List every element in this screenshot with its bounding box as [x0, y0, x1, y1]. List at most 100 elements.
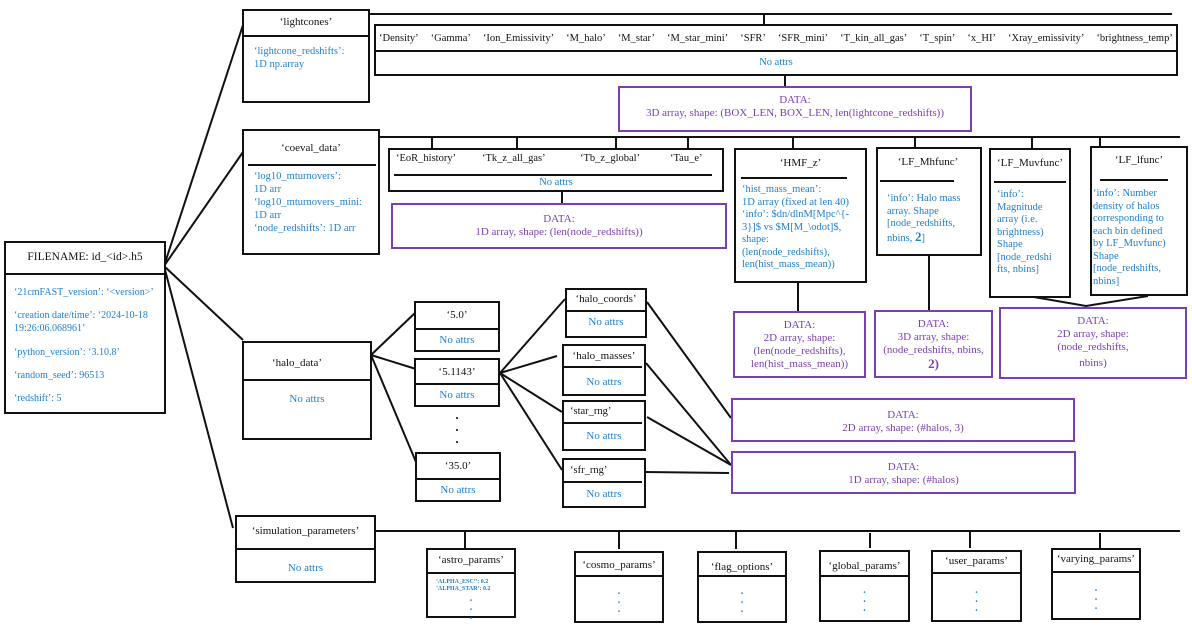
coeval-scalar-datasets[interactable]: ‘EoR_history’ ‘Tk_z_all_gas’ ‘Tb_z_globa… [388, 148, 724, 192]
coeval-title: ‘coeval_data’ [281, 142, 341, 154]
lightcone-dataset-name[interactable]: ‘SFR’ [740, 33, 766, 44]
data-shape: (node_redshifts, [1057, 341, 1129, 353]
lightcone-dataset-name[interactable]: ‘SFR_mini’ [777, 33, 829, 44]
attr-line: ‘info’: [997, 189, 1024, 200]
halo-field-coords[interactable]: ‘halo_coords’ No attrs [565, 288, 647, 338]
dot: . [469, 611, 473, 622]
param-group-user[interactable]: ‘user_params’ . . . [931, 550, 1022, 622]
attr-line: ‘info’: $dn/dlnM[Mpc^{- [742, 209, 850, 220]
dot: . [975, 603, 978, 614]
data-label: DATA: [887, 461, 920, 473]
lf-mh-attrs: ‘info’: Halo mass array. Shape [node_red… [887, 193, 982, 245]
lf-l-title: ‘LF_lfunc’ [1114, 154, 1164, 166]
redshift-attrs: No attrs [439, 389, 475, 401]
flag-ellipsis: . . . [699, 587, 785, 615]
lightcone-dataset-name[interactable]: ‘M_star_mini’ [666, 33, 729, 44]
coeval-data-group[interactable]: ‘coeval_data’ ‘log10_mturnovers’: 1D arr… [242, 129, 380, 255]
root-attr-seed: ‘random_seed’: 96513 [14, 370, 105, 381]
param-group-flag[interactable]: ‘flag_options’ . . . [697, 551, 787, 623]
lightcone-dataset-name[interactable]: ‘Density’ [379, 33, 419, 44]
lightcones-attr-2: 1D np.array [254, 59, 305, 70]
data-bold: 2) [928, 356, 939, 371]
dot: . [617, 595, 621, 606]
lightcones-group[interactable]: ‘lightcones’ ‘lightcone_redshifts’: 1D n… [242, 9, 370, 103]
dot: . [863, 594, 866, 605]
field-attrs: No attrs [586, 488, 622, 500]
lightcone-dataset-name[interactable]: ‘M_halo’ [566, 33, 606, 44]
lf-mhfunc-dataset[interactable]: ‘LF_Mhfunc’ ‘info’: Halo mass array. Sha… [876, 147, 982, 256]
attr-line: nbins, 2] [887, 230, 982, 246]
redshift-title: ‘5.1143’ [438, 366, 476, 378]
varying-ellipsis: . . . [1053, 584, 1139, 612]
halo-field-masses[interactable]: ‘halo_masses’ No attrs [562, 344, 646, 396]
attr-line: ‘info’: Halo mass [887, 193, 961, 204]
halo-data-group[interactable]: ‘halo_data’ No attrs [242, 341, 372, 440]
dot: . [740, 604, 744, 615]
halo-redshift-5-1143[interactable]: ‘5.1143’ No attrs [414, 358, 500, 407]
halo-data-1d[interactable]: DATA: 1D array, shape: (#halos) [731, 451, 1076, 494]
hmf-data[interactable]: DATA: 2D array, shape:(len(node_redshift… [733, 311, 866, 378]
param-title: ‘varying_params’ [1056, 553, 1136, 565]
connector-halo-z1 [370, 311, 417, 356]
lightcone-dataset-name[interactable]: ‘T_spin’ [919, 33, 956, 44]
data-label: DATA: [917, 318, 950, 330]
halo-redshift-5-0[interactable]: ‘5.0’ No attrs [414, 301, 500, 352]
lightcone-dataset-name[interactable]: ‘Gamma’ [430, 33, 471, 44]
cosmo-ellipsis: . . . [576, 587, 662, 615]
connector-sfr-data1d [644, 471, 730, 474]
field-attrs: No attrs [586, 376, 622, 388]
attr-line: 1D array (fixed at len 40) [742, 196, 849, 208]
coeval-attr-3: ‘log10_mturnovers_mini: [254, 197, 362, 208]
lightcone-dataset-name[interactable]: ‘brightness_temp’ [1096, 33, 1173, 44]
data-shape: (node_redshifts, nbins, [883, 344, 984, 356]
lightcone-dataset-name[interactable]: ‘Ion_Emissivity’ [482, 33, 555, 44]
data-label: DATA: [783, 319, 816, 331]
lightcones-attr-1: ‘lightcone_redshifts’: [254, 46, 345, 57]
lightcone-dataset-name[interactable]: ‘T_kin_all_gas’ [840, 33, 908, 44]
simulation-parameters-group[interactable]: ‘simulation_parameters’ No attrs [235, 515, 376, 583]
param-group-varying[interactable]: ‘varying_params’ . . . [1051, 548, 1141, 620]
redshift-attrs: No attrs [440, 484, 476, 496]
hmf-title: ‘HMF_z’ [779, 157, 822, 169]
connector-halo-z2 [370, 354, 417, 370]
lightcones-datasets[interactable]: ‘Density’ ‘Gamma’ ‘Ion_Emissivity’ ‘M_halo’… [374, 24, 1178, 76]
param-group-cosmo[interactable]: ‘cosmo_params’ . . . [574, 551, 664, 623]
connector-halo-z3 [370, 354, 417, 463]
halo-field-sfr-rng[interactable]: ‘sfr_rng’ No attrs [562, 458, 646, 508]
global-ellipsis: . . . [821, 586, 908, 614]
halo-redshift-35-0[interactable]: ‘35.0’ No attrs [415, 452, 501, 502]
param-group-global[interactable]: ‘global_params’ . . . [819, 550, 910, 622]
halo-field-star-rng[interactable]: ‘star_rng’ No attrs [562, 400, 646, 451]
lightcones-data[interactable]: DATA: 3D array, shape: (BOX_LEN, BOX_LEN… [618, 86, 972, 132]
connector-lf-shared-data [1027, 295, 1149, 308]
dot: . [975, 585, 978, 596]
attr-line: (len(node_redshifts), [742, 246, 830, 258]
halo-attrs: No attrs [289, 393, 325, 405]
attr-line: by LF_Muvfunc) [1093, 238, 1166, 249]
coeval-scalar-data[interactable]: DATA: 1D array, shape: (len(node_redshif… [391, 203, 727, 249]
root-file-node[interactable]: FILENAME: id_<id>.h5 ‘21cmFAST_version’:… [4, 241, 166, 414]
attr-line: corresponding to [1093, 213, 1164, 224]
attr-line: array (i.e. [997, 214, 1038, 225]
lf-muv-title: ‘LF_Muvfunc’ [997, 157, 1063, 169]
simparams-title: ‘simulation_parameters’ [251, 525, 360, 537]
lightcone-dataset-name[interactable]: ‘Xray_emissivity’ [1008, 33, 1085, 44]
dot: . [975, 594, 978, 605]
data-shape: 3D array, shape: [897, 331, 970, 343]
data-shape: 1D array, shape: (#halos) [848, 474, 959, 486]
lightcone-dataset-name[interactable]: ‘x_HI’ [967, 33, 996, 44]
hmf-z-dataset[interactable]: ‘HMF_z’ ‘hist_mass_mean’:1D array (fixed… [734, 148, 867, 283]
connector-root-coeval [163, 151, 244, 267]
data-shape-line: 2D array, shape: [763, 332, 836, 344]
lf-shared-data[interactable]: DATA: 2D array, shape: (node_redshifts, … [999, 307, 1187, 379]
lightcones-datasets-attrs: No attrs [759, 57, 793, 68]
lightcone-dataset-name[interactable]: ‘M_star’ [617, 33, 655, 44]
lf-mh-data[interactable]: DATA: 3D array, shape: (node_redshifts, … [874, 310, 993, 378]
data-shape: 3D array, shape: (BOX_LEN, BOX_LEN, len(… [645, 107, 945, 119]
halo-data-2d[interactable]: DATA: 2D array, shape: (#halos, 3) [731, 398, 1075, 442]
dot: . [1094, 592, 1098, 603]
param-group-astro[interactable]: ‘astro_params’ ‘ALPHA_ESC’’: 0.2 ‘ALPHA_… [426, 548, 516, 622]
